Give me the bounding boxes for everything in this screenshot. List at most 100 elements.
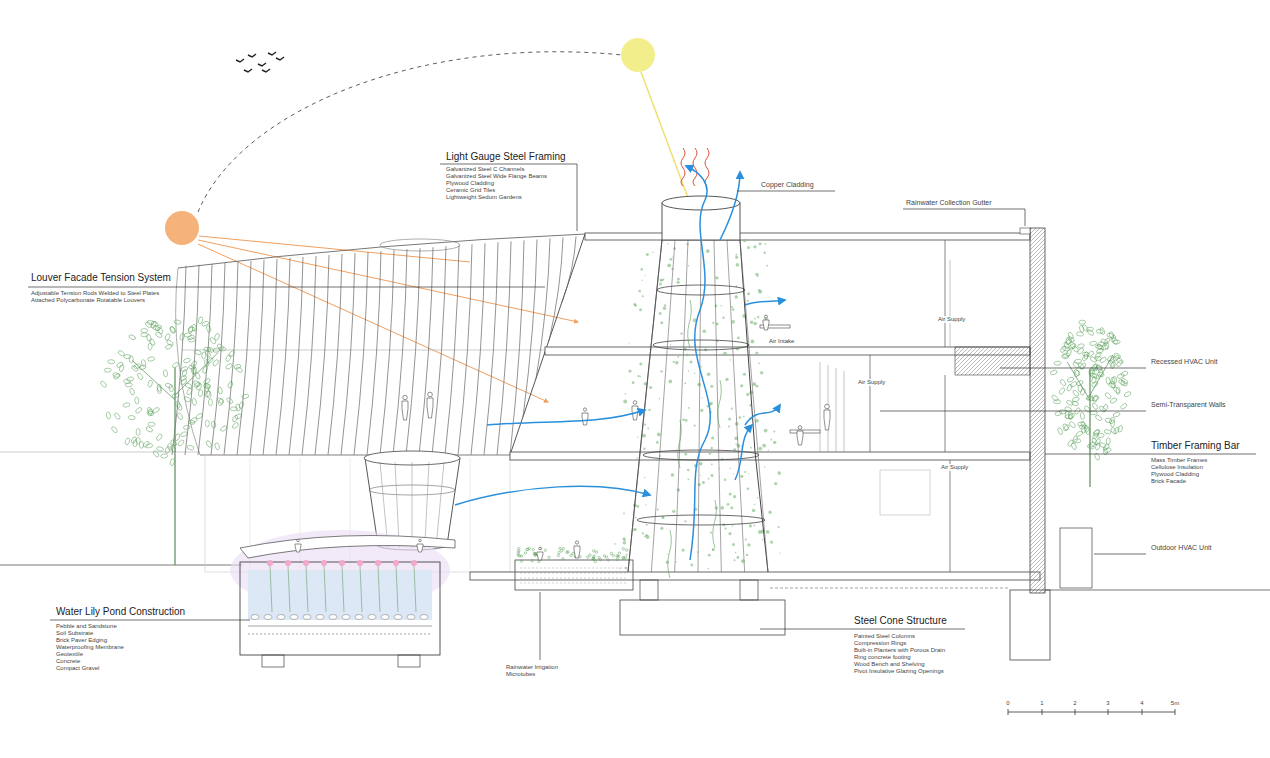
figure-head bbox=[825, 404, 830, 409]
foliage-dot bbox=[743, 239, 747, 243]
leaf bbox=[147, 356, 155, 361]
leaf bbox=[1057, 427, 1064, 435]
leaf bbox=[139, 441, 143, 448]
figure-head bbox=[403, 395, 408, 400]
scale-bar bbox=[1008, 709, 1175, 715]
leaf bbox=[235, 404, 241, 412]
louver-blade bbox=[289, 257, 303, 455]
foliage-dot bbox=[710, 532, 712, 534]
leaf bbox=[123, 379, 130, 384]
pond-rim bbox=[240, 536, 455, 559]
material-item: Compact Gravel bbox=[55, 665, 100, 672]
leaf bbox=[147, 407, 154, 415]
foliage-dot bbox=[735, 552, 737, 554]
louver-blade bbox=[250, 260, 264, 455]
leaf bbox=[114, 412, 122, 420]
foliage-dot bbox=[682, 419, 685, 422]
leaf bbox=[1096, 348, 1104, 354]
footing bbox=[262, 655, 284, 667]
bird bbox=[248, 54, 256, 57]
airflow-arrow bbox=[745, 300, 785, 305]
leaf bbox=[1099, 405, 1107, 413]
callout-heading: Louver Facade Tension System bbox=[30, 272, 172, 284]
leaf bbox=[141, 333, 148, 337]
leaf bbox=[225, 363, 233, 370]
pebble bbox=[277, 615, 285, 620]
figure-head bbox=[428, 392, 433, 397]
leaf bbox=[1087, 444, 1095, 450]
foliage-dot bbox=[777, 471, 781, 475]
leaf bbox=[1061, 354, 1068, 359]
foliage-dot bbox=[728, 418, 731, 421]
foliage-dot bbox=[724, 479, 726, 481]
leaf bbox=[1109, 416, 1116, 424]
foliage-dot bbox=[659, 283, 662, 286]
foliage-dot bbox=[684, 453, 687, 456]
foliage-dot bbox=[646, 253, 649, 256]
material-item: Plywood Cladding bbox=[1150, 471, 1200, 478]
leaf bbox=[172, 393, 179, 398]
material-item: Pebble and Sandstone bbox=[55, 623, 118, 630]
partition bbox=[950, 260, 951, 347]
foliage-dot bbox=[628, 370, 631, 373]
datum-line bbox=[0, 452, 200, 453]
human-figure bbox=[632, 401, 638, 420]
lily-stem bbox=[414, 566, 416, 612]
pebble bbox=[355, 615, 363, 620]
planting-dot bbox=[527, 548, 529, 550]
leaf bbox=[177, 403, 183, 411]
foliage-dot bbox=[725, 378, 728, 381]
leaf bbox=[206, 357, 214, 364]
foliage-dot bbox=[756, 385, 759, 388]
foliage-dot bbox=[623, 400, 627, 404]
planting-dot bbox=[558, 551, 560, 553]
figure-body bbox=[417, 544, 423, 552]
leaf bbox=[1092, 373, 1100, 379]
leaf bbox=[1071, 400, 1079, 406]
lily-flower bbox=[411, 560, 417, 566]
louver-facade bbox=[172, 234, 585, 455]
leaf bbox=[175, 401, 180, 409]
gutter bbox=[1020, 228, 1030, 234]
leaf bbox=[128, 334, 136, 341]
leaf bbox=[1068, 421, 1076, 429]
leaf bbox=[194, 372, 201, 380]
leaf bbox=[204, 385, 209, 393]
footing bbox=[1010, 590, 1050, 660]
foliage-dot bbox=[672, 510, 675, 513]
pebble bbox=[329, 615, 337, 620]
leaf bbox=[1058, 387, 1065, 395]
leaf bbox=[170, 439, 178, 446]
material-item: Geotextile bbox=[55, 651, 84, 658]
foliage-dot bbox=[672, 257, 673, 258]
leaf bbox=[1104, 392, 1112, 400]
foliage-dot bbox=[748, 473, 749, 474]
leaf bbox=[205, 420, 209, 427]
leaf bbox=[108, 359, 115, 363]
ground-line bbox=[0, 565, 242, 566]
foliage-dot bbox=[642, 532, 644, 534]
foliage-dot bbox=[671, 473, 675, 477]
leaf bbox=[231, 422, 239, 430]
lily-stem bbox=[378, 566, 380, 612]
leaf bbox=[209, 337, 217, 345]
leaf bbox=[1113, 386, 1121, 394]
leaf bbox=[1107, 359, 1115, 367]
leaf bbox=[169, 326, 177, 334]
timber-wall bbox=[1030, 228, 1045, 593]
louver-blade bbox=[484, 242, 498, 455]
leaf bbox=[1084, 352, 1089, 359]
scale-tick bbox=[1142, 709, 1143, 715]
foliage-dot bbox=[711, 463, 713, 465]
callout-label: Rainwater Collection Gutter bbox=[905, 199, 993, 207]
foliage-dot bbox=[755, 352, 758, 355]
leaf bbox=[235, 366, 243, 373]
leaf bbox=[1106, 377, 1111, 385]
foliage-dot bbox=[703, 330, 707, 334]
foliage-dot bbox=[688, 478, 690, 480]
leaf bbox=[164, 446, 170, 454]
human-figure bbox=[402, 395, 408, 420]
drum-top bbox=[662, 196, 740, 210]
leaf bbox=[1121, 370, 1129, 376]
foliage-dot bbox=[722, 317, 724, 319]
